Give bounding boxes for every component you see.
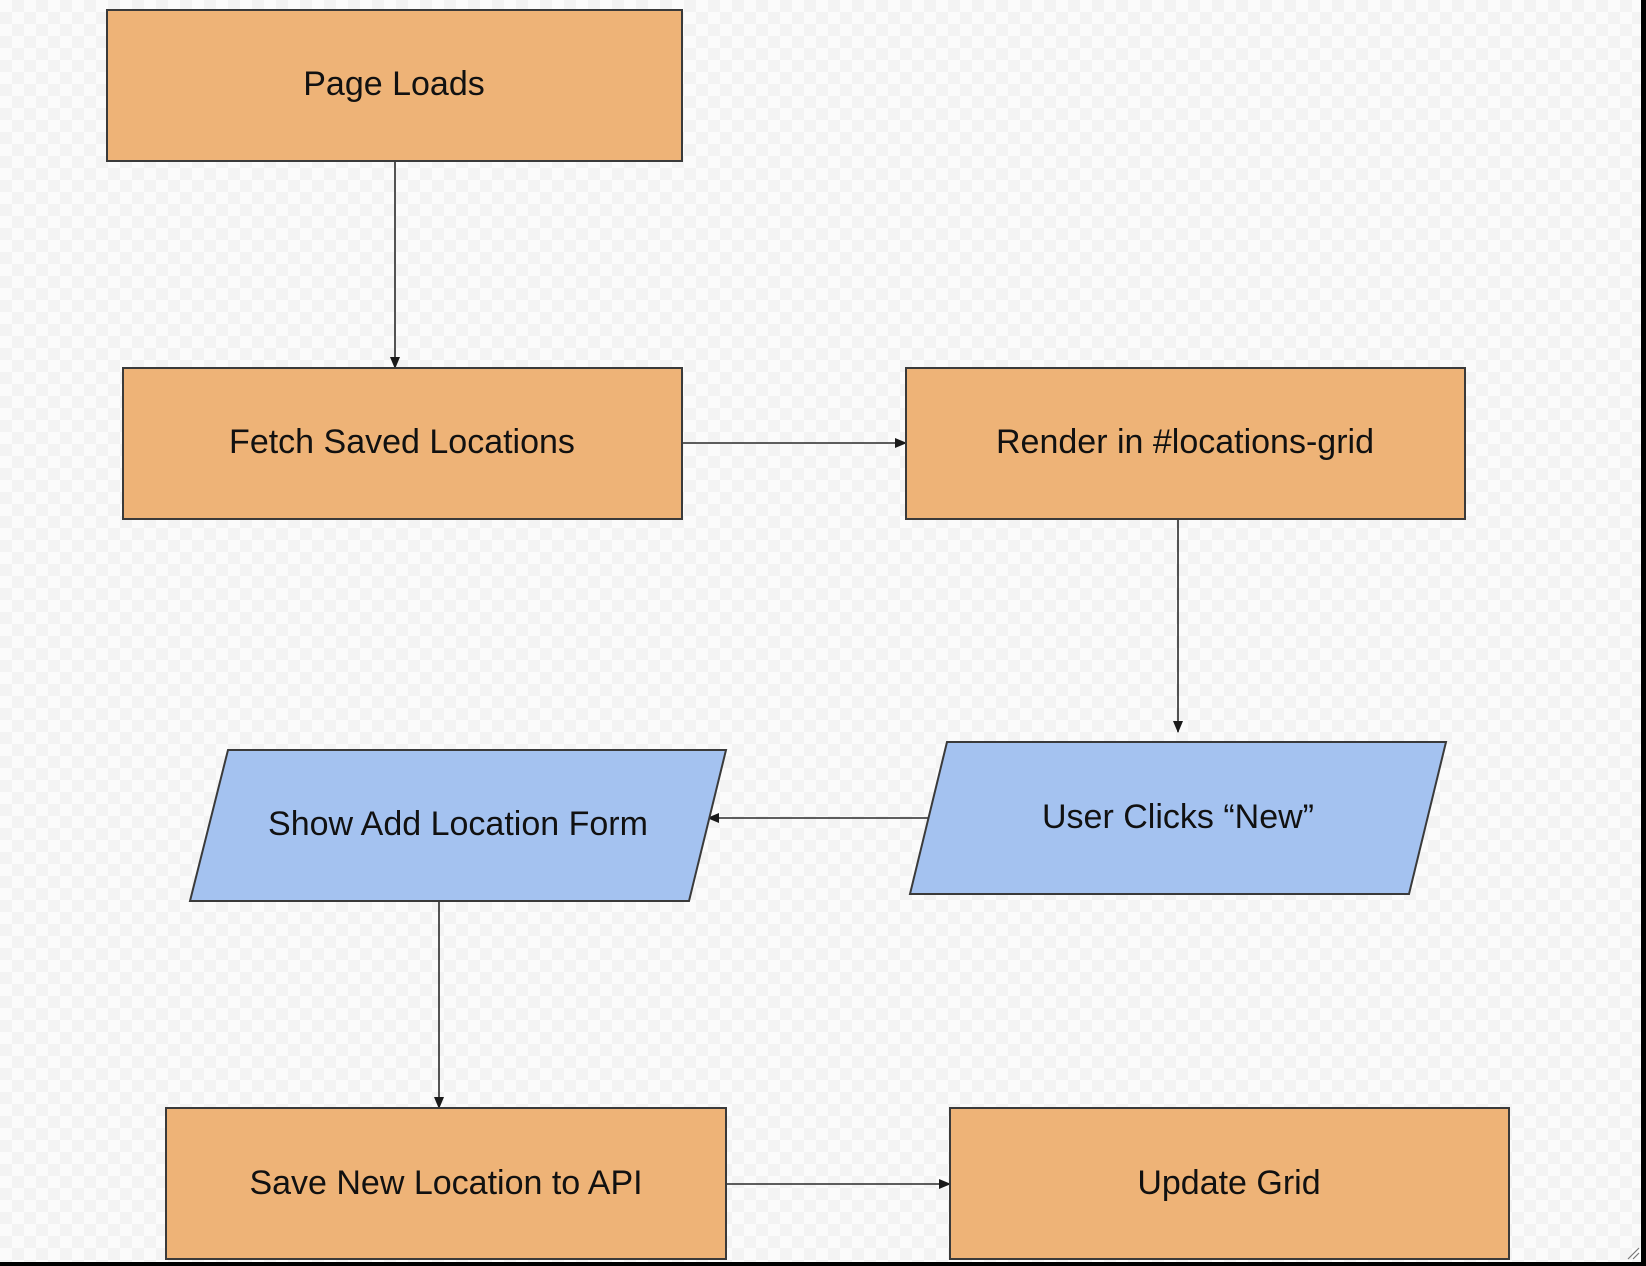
node-show-add-form-label: Show Add Location Form [268, 805, 648, 843]
node-page-loads[interactable]: Page Loads [106, 9, 683, 162]
node-user-clicks-new-label: User Clicks “New” [1042, 798, 1314, 836]
node-user-clicks-new-shape [908, 741, 1448, 895]
node-render-grid-label: Render in #locations-grid [996, 423, 1374, 461]
node-fetch-saved-locations-label: Fetch Saved Locations [229, 423, 575, 461]
node-page-loads-shape [106, 9, 683, 162]
window-frame-bottom [0, 1262, 1646, 1266]
window-frame-right [1641, 0, 1646, 1266]
node-render-grid[interactable]: Render in #locations-grid [905, 367, 1466, 520]
node-render-grid-shape [905, 367, 1466, 520]
node-show-add-form[interactable]: Show Add Location Form [188, 749, 728, 902]
node-save-new-location[interactable]: Save New Location to API [165, 1107, 727, 1260]
node-save-new-location-shape [165, 1107, 727, 1260]
node-page-loads-label: Page Loads [303, 65, 485, 103]
node-fetch-saved-locations[interactable]: Fetch Saved Locations [122, 367, 683, 520]
node-update-grid-shape [949, 1107, 1510, 1260]
node-show-add-form-shape [188, 749, 728, 902]
node-update-grid-label: Update Grid [1137, 1164, 1320, 1202]
node-save-new-location-label: Save New Location to API [249, 1164, 642, 1202]
resize-grip-icon[interactable] [1624, 1244, 1640, 1260]
node-user-clicks-new[interactable]: User Clicks “New” [908, 741, 1448, 895]
node-update-grid[interactable]: Update Grid [949, 1107, 1510, 1260]
node-fetch-saved-locations-shape [122, 367, 683, 520]
